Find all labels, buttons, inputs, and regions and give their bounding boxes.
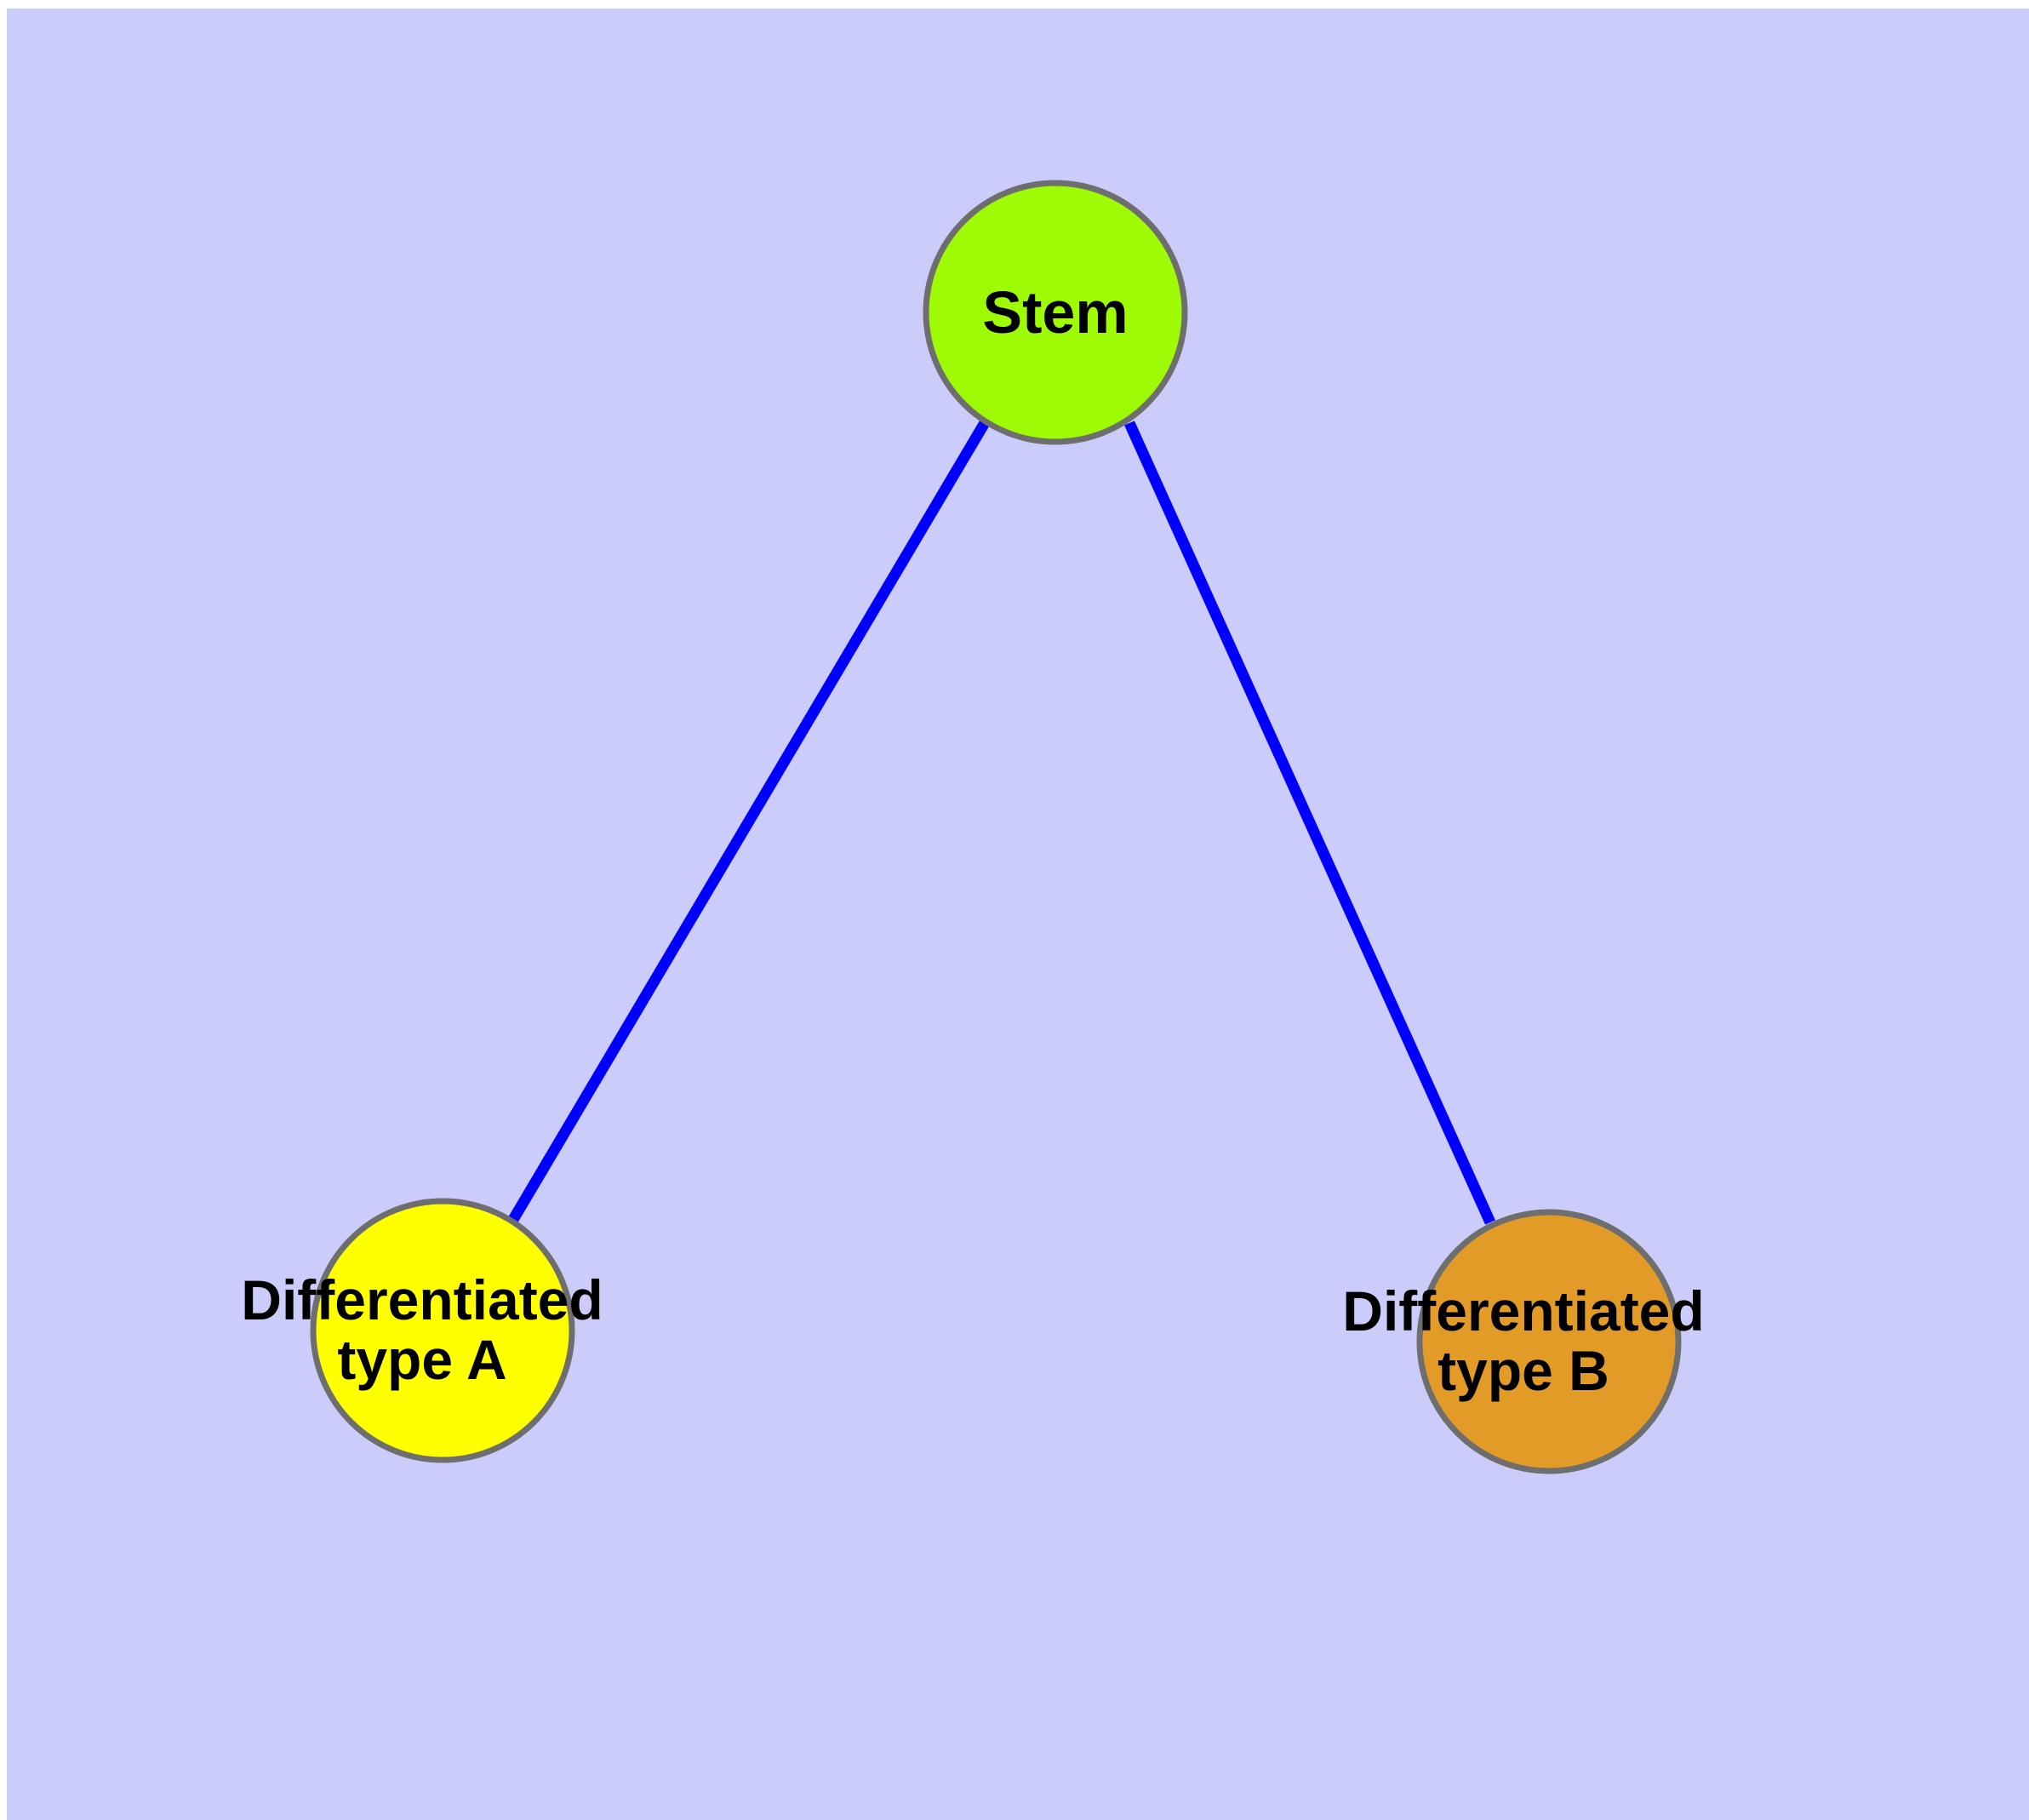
node-layer bbox=[310, 180, 1682, 1474]
edge-stem-to-differentiated-type-b bbox=[1124, 421, 1495, 1225]
edge-stem-to-differentiated-type-a bbox=[506, 418, 991, 1226]
node-differentiated-type-b[interactable] bbox=[1416, 1209, 1682, 1474]
edge-layer bbox=[506, 418, 1495, 1226]
node-differentiated-type-a[interactable] bbox=[310, 1198, 575, 1463]
node-stem[interactable] bbox=[923, 180, 1188, 445]
